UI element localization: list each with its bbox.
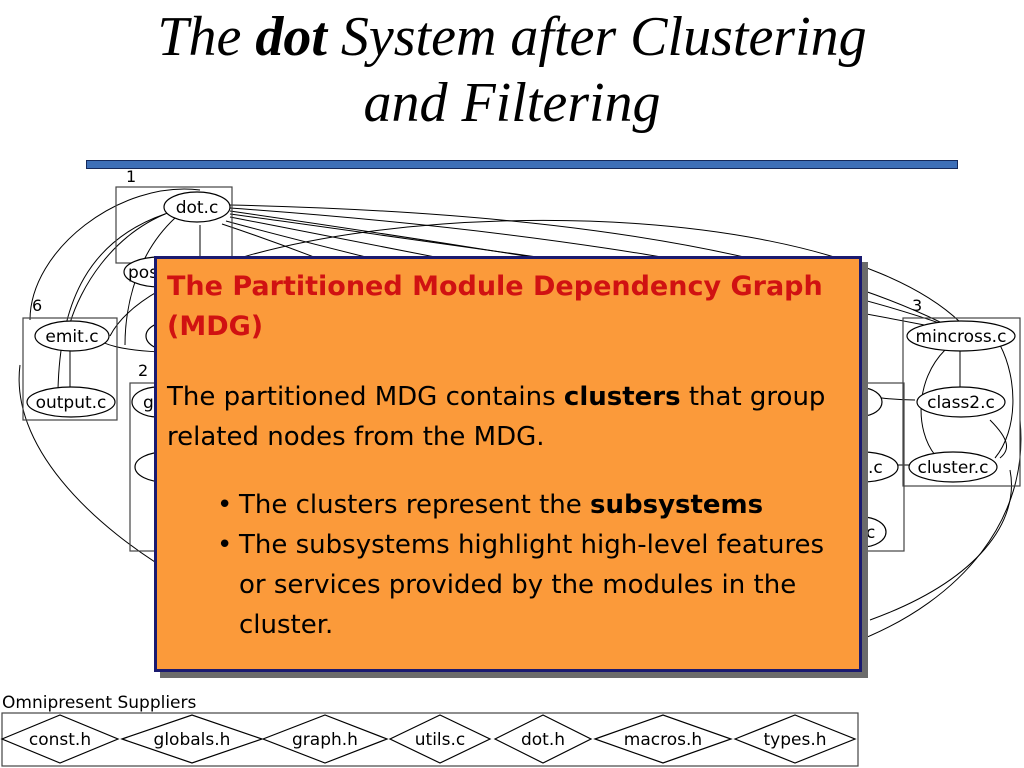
- bullet-dot-icon: •: [217, 530, 233, 560]
- supplier-nodes: const.h globals.h graph.h utils.c dot.h macro…: [0, 714, 857, 764]
- supplier-diamond: [493, 714, 593, 764]
- para-text-pre: The partitioned MDG contains: [167, 382, 564, 412]
- supplier-diamond: [261, 714, 389, 764]
- callout-bullets: •The clusters represent the subsystems •…: [167, 485, 849, 645]
- supplier-label: utils.c: [415, 730, 466, 750]
- node-class2-c: class2.c: [916, 386, 1006, 418]
- bullet-dot-icon: •: [217, 490, 233, 520]
- supplier-label: types.h: [763, 730, 826, 750]
- title-prefix: The: [157, 6, 256, 68]
- supplier-label: globals.h: [154, 730, 231, 750]
- para-keyword: clusters: [563, 382, 681, 412]
- node-label: emit.c: [45, 327, 98, 347]
- node-mincross-c: mincross.c: [906, 320, 1016, 352]
- node-output-c: output.c: [26, 386, 116, 418]
- supplier-label: macros.h: [624, 730, 702, 750]
- supplier-node: dot.h: [493, 714, 593, 764]
- node-label: g: [143, 393, 154, 413]
- node-label: c: [866, 523, 875, 543]
- node-dot-c: dot.c: [163, 191, 231, 223]
- para-text-post: that group related nodes from the MDG.: [167, 382, 826, 452]
- title-line-2: and Filtering: [363, 72, 661, 134]
- node-emit-c: emit.c: [34, 320, 110, 352]
- supplier-label: dot.h: [521, 730, 565, 750]
- node-label: pos: [128, 263, 158, 283]
- bullet-item: •The clusters represent the subsystems: [217, 485, 849, 525]
- supplier-node: const.h: [0, 714, 120, 764]
- mdg-callout-box: The Partitioned Module Dependency Graph …: [154, 256, 862, 672]
- supplier-diamond: [733, 714, 857, 764]
- node-cluster-c: cluster.c: [908, 451, 998, 483]
- title-bold-word: dot: [255, 6, 327, 68]
- title-divider: [86, 160, 958, 169]
- supplier-label: graph.h: [292, 730, 358, 750]
- supplier-node: globals.h: [120, 714, 264, 764]
- supplier-diamond: [0, 714, 120, 764]
- callout-paragraph: The partitioned MDG contains clusters th…: [167, 377, 849, 457]
- cluster-id-1: 1: [126, 167, 136, 186]
- supplier-node: utils.c: [388, 714, 492, 764]
- cluster-id-2: 2: [138, 361, 148, 380]
- callout-heading: The Partitioned Module Dependency Graph …: [167, 271, 823, 342]
- bullet-item: •The subsystems highlight high-level fea…: [217, 525, 849, 645]
- node-label: output.c: [36, 393, 107, 413]
- node-label: dot.c: [176, 198, 219, 218]
- supplier-node: types.h: [733, 714, 857, 764]
- supplier-diamond: [593, 714, 733, 764]
- cluster-id-6: 6: [32, 296, 42, 315]
- bullet-text-pre: The clusters represent the: [239, 490, 590, 520]
- bullet-text-pre: The subsystems highlight high-level feat…: [239, 530, 825, 640]
- node-label: .c: [868, 458, 883, 478]
- node-label: class2.c: [927, 393, 995, 413]
- cluster-id-3: 3: [912, 296, 922, 315]
- supplier-label: const.h: [29, 730, 91, 750]
- cluster-box-6: [22, 317, 118, 421]
- title-line1-rest: System after Clustering: [326, 6, 867, 68]
- title-line-1: The dot System after Clustering: [0, 4, 1024, 70]
- supplier-node: macros.h: [593, 714, 733, 764]
- node-label: cluster.c: [917, 458, 988, 478]
- node-label: mincross.c: [916, 327, 1007, 347]
- slide-title: The dot System after Clustering and Filt…: [0, 4, 1024, 136]
- suppliers-title: Omnipresent Suppliers: [2, 693, 197, 713]
- cluster-box-3: [902, 317, 1021, 487]
- bullet-keyword: subsystems: [590, 490, 764, 520]
- supplier-node: graph.h: [261, 714, 389, 764]
- supplier-diamond: [388, 714, 492, 764]
